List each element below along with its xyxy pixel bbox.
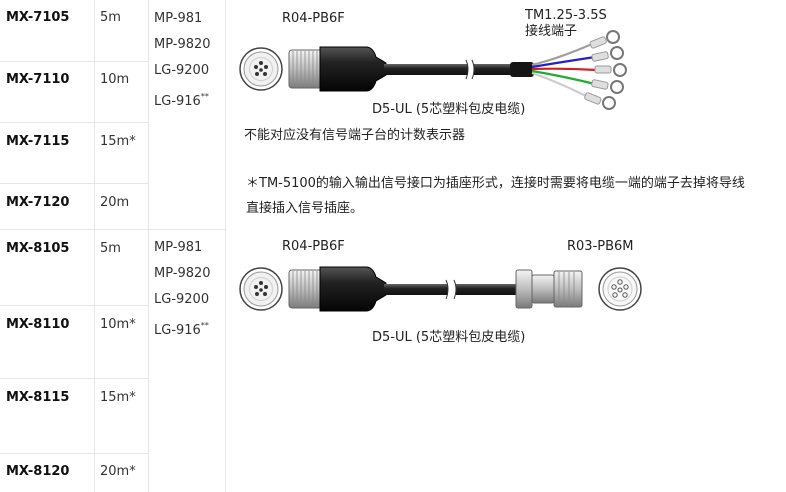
compatible-item: LG-9200 [154, 292, 210, 307]
compatible-list-group1: MP-981 MP-9820 LG-9200 LG-916** [154, 6, 211, 115]
compatible-item-last: LG-916** [154, 92, 209, 109]
row-divider [0, 183, 148, 184]
ring-terminal-icon [531, 63, 627, 77]
row-divider [0, 61, 148, 62]
ring-terminal-icon [531, 71, 616, 110]
model-cell: MX-7115 [6, 134, 70, 149]
plug-connector-icon [515, 269, 583, 309]
model-cell: MX-8105 [6, 241, 70, 256]
cable-assembly-plug [239, 266, 642, 312]
cable-label: D5-UL (5芯塑料包皮电缆) [372, 330, 526, 345]
connector-face-icon [239, 267, 283, 311]
footnote-line: 直接插入信号插座。 [246, 201, 364, 216]
compatible-item: MP-9820 [154, 37, 211, 52]
compatible-item: MP-981 [154, 11, 203, 26]
ring-terminal-icon [531, 46, 624, 69]
length-cell: 5m [100, 241, 121, 256]
ring-terminal-icon [531, 30, 620, 67]
coupling-nut-icon [288, 49, 323, 89]
terminal-label: TM1.25-3.5S [525, 8, 607, 23]
column-divider [94, 0, 95, 492]
compatible-item: LG-9200 [154, 63, 210, 78]
length-cell: 5m [100, 10, 121, 25]
model-cell: MX-7105 [6, 10, 70, 25]
cable-label: D5-UL (5芯塑料包皮电缆) [372, 102, 526, 117]
compatible-list-group2: MP-981 MP-9820 LG-9200 LG-916** [154, 235, 211, 344]
connector-left-label: R04-PB6F [282, 239, 345, 254]
compatible-item-last: LG-916** [154, 321, 209, 338]
compatible-item: MP-981 [154, 240, 203, 255]
model-cell: MX-8110 [6, 317, 70, 332]
length-cell: 15m* [100, 390, 136, 405]
coupling-nut-icon [288, 269, 323, 309]
ring-terminal-icon [531, 69, 624, 94]
model-cell: MX-8115 [6, 390, 70, 405]
cable-assembly-terminal [239, 30, 627, 110]
length-cell: 10m [100, 72, 130, 87]
row-divider [0, 229, 225, 230]
double-asterisk: ** [200, 92, 209, 101]
length-cell: 20m [100, 195, 130, 210]
length-cell: 15m* [100, 134, 136, 149]
row-divider [0, 453, 148, 454]
row-divider [0, 305, 148, 306]
model-cell: MX-7110 [6, 72, 70, 87]
length-cell: 10m* [100, 317, 136, 332]
row-divider [0, 122, 148, 123]
model-cell: MX-8120 [6, 464, 70, 479]
compatible-item: MP-9820 [154, 266, 211, 281]
compatibility-note: 不能对应没有信号端子台的计数表示器 [244, 128, 466, 143]
row-divider [0, 378, 148, 379]
length-cell: 20m* [100, 464, 136, 479]
model-cell: MX-7120 [6, 195, 70, 210]
column-divider [225, 0, 226, 492]
terminal-sublabel: 接线端子 [525, 24, 578, 39]
footnote-line: ＊TM-5100的输入输出信号接口为插座形式，连接时需要将电缆一端的端子去掉将导… [246, 176, 745, 191]
double-asterisk: ** [200, 321, 209, 330]
connector-face-icon [598, 267, 642, 311]
connector-right-label: R03-PB6M [567, 239, 634, 254]
column-divider [148, 0, 149, 492]
connector-face-icon [239, 47, 283, 91]
connector-label: R04-PB6F [282, 11, 345, 26]
